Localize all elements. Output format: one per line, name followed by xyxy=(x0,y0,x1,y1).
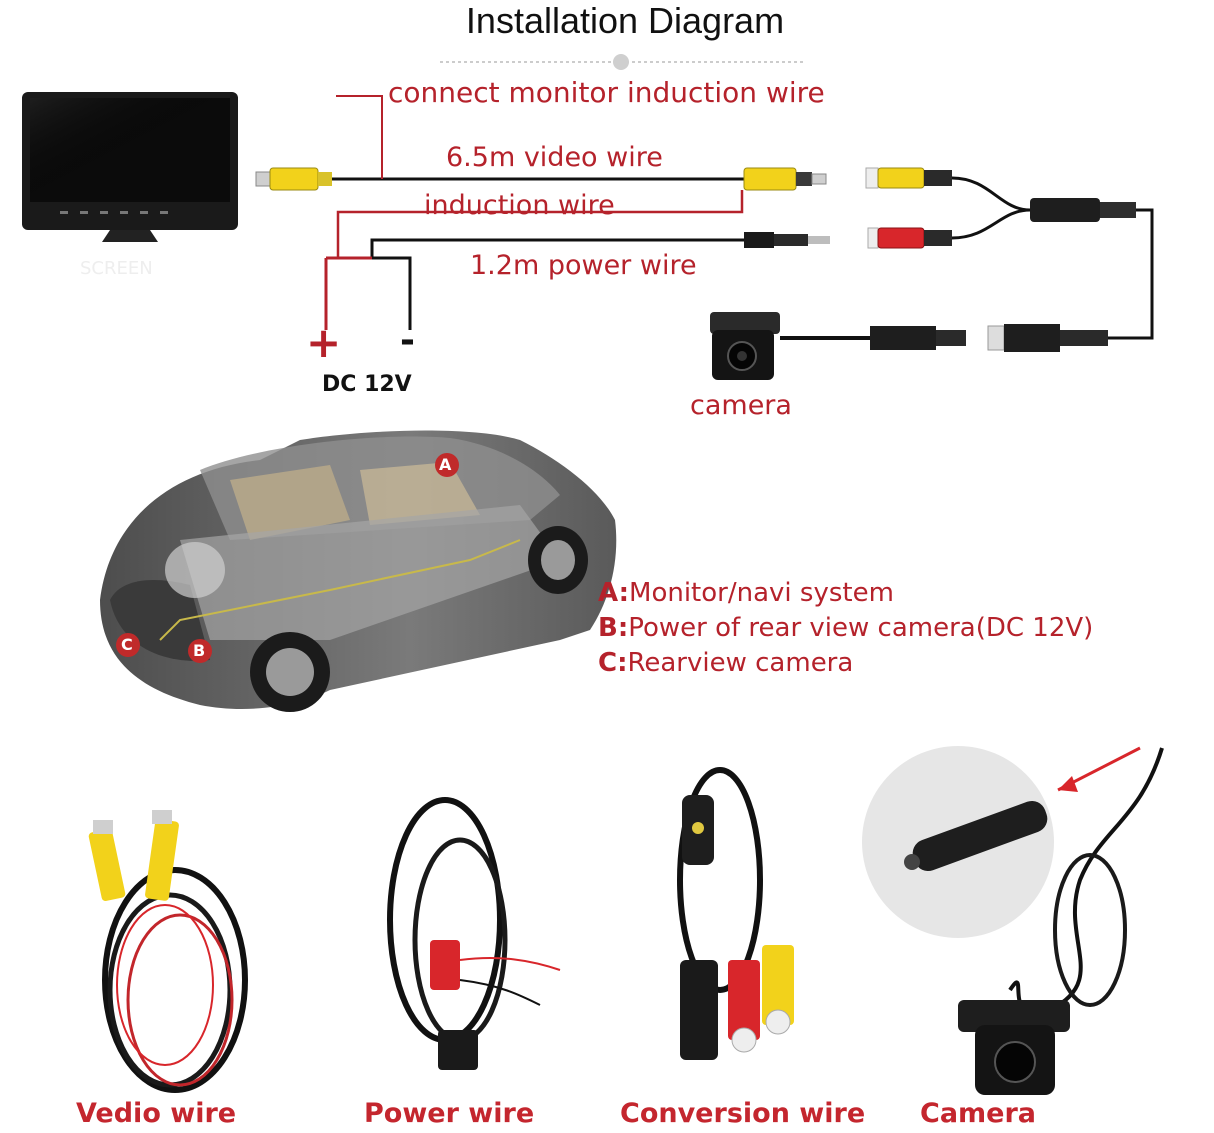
camera-label: camera xyxy=(690,390,792,421)
power-plug-icon xyxy=(744,232,830,248)
legend: A:Monitor/navi system B:Power of rear vi… xyxy=(598,576,1093,681)
plus-label: + xyxy=(306,318,342,367)
car-illustration xyxy=(100,430,617,712)
caption-conversion-wire: Conversion wire xyxy=(620,1098,866,1129)
conversion-wire-product-image xyxy=(677,767,794,1060)
negative-lead xyxy=(372,256,412,330)
power-wire-line xyxy=(370,238,744,258)
monitor-screen-label: SCREEN xyxy=(80,258,153,279)
monitor-icon xyxy=(22,92,238,242)
induction-wire-line xyxy=(336,190,744,258)
conversion-wire-icon xyxy=(865,167,1154,352)
caption-video-wire: Vedio wire xyxy=(76,1098,237,1129)
monitor-rca-connector-icon xyxy=(255,167,332,191)
caption-power-wire: Power wire xyxy=(364,1098,535,1129)
legend-item-a: A:Monitor/navi system xyxy=(598,578,894,608)
dc-label: DC 12V xyxy=(322,372,412,397)
video-rca-connector-icon xyxy=(743,167,827,191)
caption-camera: Camera xyxy=(920,1098,1037,1129)
minus-label: - xyxy=(400,320,415,361)
legend-item-c: C:Rearview camera xyxy=(598,648,854,678)
power-wire-product-image xyxy=(387,797,561,1070)
title-divider-dot xyxy=(613,54,629,70)
car-marker-b-label: B xyxy=(193,641,206,660)
car-marker-b xyxy=(188,639,212,663)
legend-item-b: B:Power of rear view camera(DC 12V) xyxy=(598,613,1094,643)
car-marker-c-label: C xyxy=(121,635,133,654)
camera-product-image xyxy=(862,746,1164,1095)
page-title: Installation Diagram xyxy=(465,0,785,41)
connect-monitor-label: connect monitor induction wire xyxy=(388,76,825,109)
video-wire-label: 6.5m video wire xyxy=(446,142,663,173)
camera-icon xyxy=(710,312,966,380)
car-marker-a-label: A xyxy=(439,455,452,474)
induction-wire-label: induction wire xyxy=(424,190,615,221)
car-marker-a xyxy=(435,453,459,477)
car-marker-c xyxy=(116,633,140,657)
connect-monitor-line xyxy=(336,95,383,179)
power-wire-label: 1.2m power wire xyxy=(470,250,697,281)
video-wire-product-image xyxy=(88,810,248,1093)
